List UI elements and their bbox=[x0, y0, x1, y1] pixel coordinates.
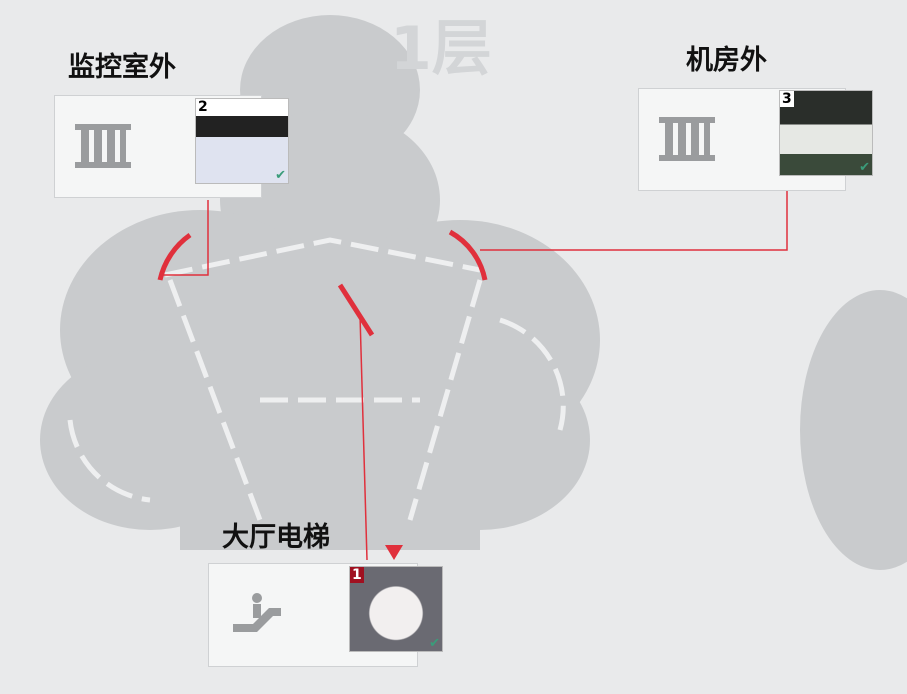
ready-check-icon: ✔ bbox=[429, 636, 440, 651]
map-walls bbox=[67, 237, 566, 521]
location-label: 监控室外 bbox=[68, 52, 176, 83]
location-card-monitor-room[interactable]: 2 ✔ bbox=[54, 95, 289, 198]
location-label: 大厅电梯 bbox=[222, 522, 330, 553]
prison-bars-icon bbox=[659, 117, 715, 161]
connector-lines bbox=[160, 190, 788, 561]
selected-marker-icon bbox=[385, 545, 403, 560]
player-number: 1 bbox=[350, 567, 364, 583]
player-avatar[interactable]: 1 ✔ bbox=[349, 566, 443, 652]
player-number: 3 bbox=[780, 91, 794, 107]
player-number: 2 bbox=[196, 99, 210, 115]
location-label: 机房外 bbox=[686, 45, 767, 76]
spawn-markers bbox=[157, 229, 488, 337]
ready-check-icon: ✔ bbox=[275, 168, 286, 183]
floor-label: 1层 bbox=[390, 14, 492, 84]
prison-bars-icon bbox=[75, 124, 131, 168]
location-card-server-room[interactable]: 3 ✔ bbox=[638, 88, 873, 191]
ready-check-icon: ✔ bbox=[859, 160, 870, 175]
escalator-icon bbox=[233, 593, 281, 632]
player-avatar[interactable]: 2 ✔ bbox=[195, 98, 289, 184]
player-avatar[interactable]: 3 ✔ bbox=[779, 90, 873, 176]
location-card-lobby-elevator[interactable]: 1 ✔ bbox=[208, 563, 443, 667]
